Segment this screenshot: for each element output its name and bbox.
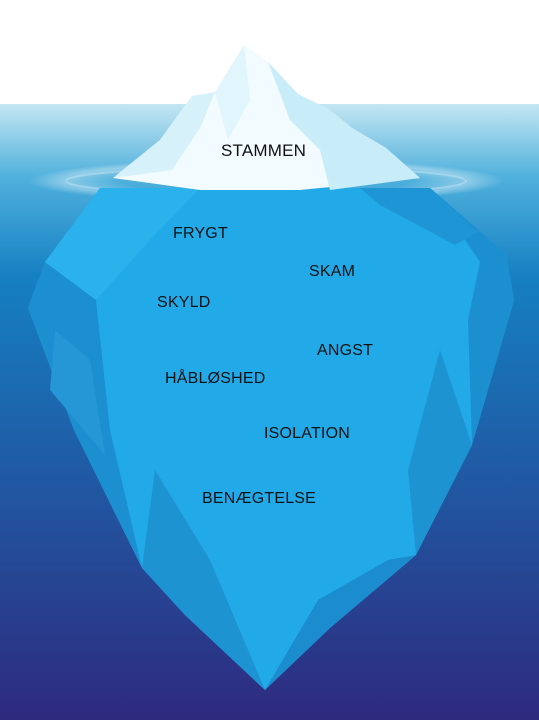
submerged-label-benaegtelse: BENÆGTELSE [202, 490, 317, 507]
submerged-label-habloshed: HÅBLØSHED [165, 370, 266, 387]
iceberg-facet-left-inner [50, 330, 105, 455]
tip-label: STAMMEN [221, 141, 307, 160]
iceberg-tip-shade-center [215, 45, 250, 140]
submerged-label-isolation: ISOLATION [264, 425, 350, 442]
iceberg-facet-highlight [45, 188, 200, 300]
submerged-label-frygt: FRYGT [173, 225, 228, 242]
iceberg-facet-bottom-left [142, 470, 265, 690]
submerged-label-skyld: SKYLD [157, 294, 211, 311]
iceberg-tip-shade-right [268, 62, 420, 190]
iceberg-tip-shade-left [113, 92, 215, 178]
iceberg-facet-right [430, 188, 514, 445]
submerged-label-angst: ANGST [317, 342, 374, 359]
iceberg-facet-top-right [360, 188, 478, 245]
submerged-label-skam: SKAM [309, 263, 356, 280]
iceberg-facet-right-inner [408, 350, 472, 555]
